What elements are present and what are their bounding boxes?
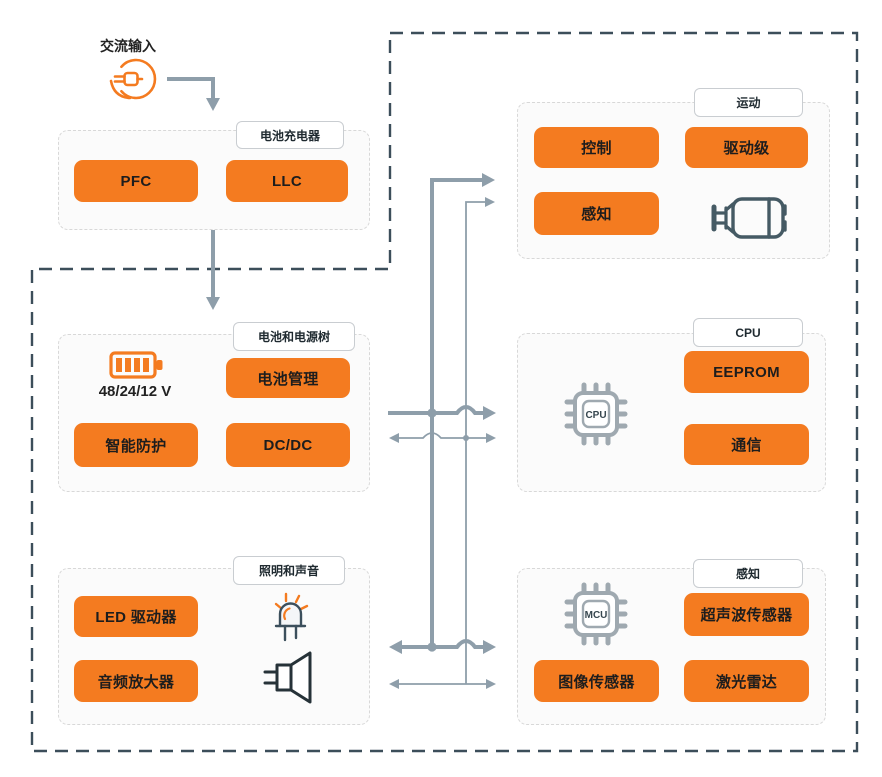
pill-cpu-title: CPU [693, 318, 803, 347]
mcu-chip-icon: MCU [564, 582, 628, 646]
junction-dots [427, 408, 469, 652]
led-icon [274, 592, 309, 642]
thin-bus-lines [399, 201, 486, 685]
block-motion-sensing[interactable]: 感知 [534, 192, 659, 235]
battery-voltage-label: 48/24/12 V [98, 383, 172, 400]
arrow-down-charger [206, 297, 220, 310]
system-boundary-dashed-border [30, 31, 859, 753]
block-llc[interactable]: LLC [226, 160, 348, 202]
block-lidar[interactable]: 激光雷达 [684, 660, 809, 702]
pill-motion-title: 运动 [694, 88, 803, 117]
block-drive-stage[interactable]: 驱动级 [685, 127, 808, 168]
block-battery-management[interactable]: 电池管理 [226, 358, 350, 398]
arrow-right-motion-thick [482, 173, 495, 187]
arrow-right-cpu-thin [486, 433, 496, 443]
pill-lighting-sound-title: 照明和声音 [233, 556, 345, 585]
cpu-chip-icon: CPU [564, 382, 628, 446]
signal-trunk-vertical [465, 201, 485, 684]
arrowheads [206, 98, 496, 689]
arrow-right-cpu-thick [483, 406, 496, 420]
block-ultrasonic-sensor[interactable]: 超声波传感器 [684, 593, 809, 636]
block-communication[interactable]: 通信 [684, 424, 809, 465]
ac-to-charger-wire [167, 77, 215, 100]
block-pfc[interactable]: PFC [74, 160, 198, 202]
speaker-icon [263, 651, 312, 704]
power-trunk-vertical [430, 178, 482, 647]
arrow-right-motion-thin [485, 197, 495, 207]
motor-icon [711, 197, 787, 239]
power-bottom-branch [402, 639, 483, 649]
arrow-left-power-thin [389, 433, 399, 443]
block-smart-protection[interactable]: 智能防护 [74, 423, 198, 467]
ac-input-label: 交流输入 [100, 38, 156, 54]
block-audio-amplifier[interactable]: 音频放大器 [74, 660, 198, 702]
arrow-right-sense-thin [486, 679, 496, 689]
ac-plug-icon [109, 58, 157, 100]
battery-icon [109, 351, 163, 379]
arrow-down-ac [206, 98, 220, 111]
arrow-right-sense-thick [483, 640, 496, 654]
pill-sensing-title: 感知 [693, 559, 803, 588]
block-led-driver[interactable]: LED 驱动器 [74, 596, 198, 637]
cpu-chip-label: CPU [585, 410, 606, 421]
block-eeprom[interactable]: EEPROM [684, 351, 809, 393]
pill-battery-power-tree-title: 电池和电源树 [233, 322, 355, 351]
pill-battery-charger-title: 电池充电器 [236, 121, 344, 149]
block-motion-control[interactable]: 控制 [534, 127, 659, 168]
arrow-left-lighting-thick [389, 640, 402, 654]
block-dcdc[interactable]: DC/DC [226, 423, 350, 467]
signal-mid-branch [399, 432, 486, 439]
block-image-sensor[interactable]: 图像传感器 [534, 660, 659, 702]
thick-bus-lines [167, 77, 483, 649]
arrow-left-audio-thin [389, 679, 399, 689]
mcu-chip-label: MCU [585, 610, 608, 621]
